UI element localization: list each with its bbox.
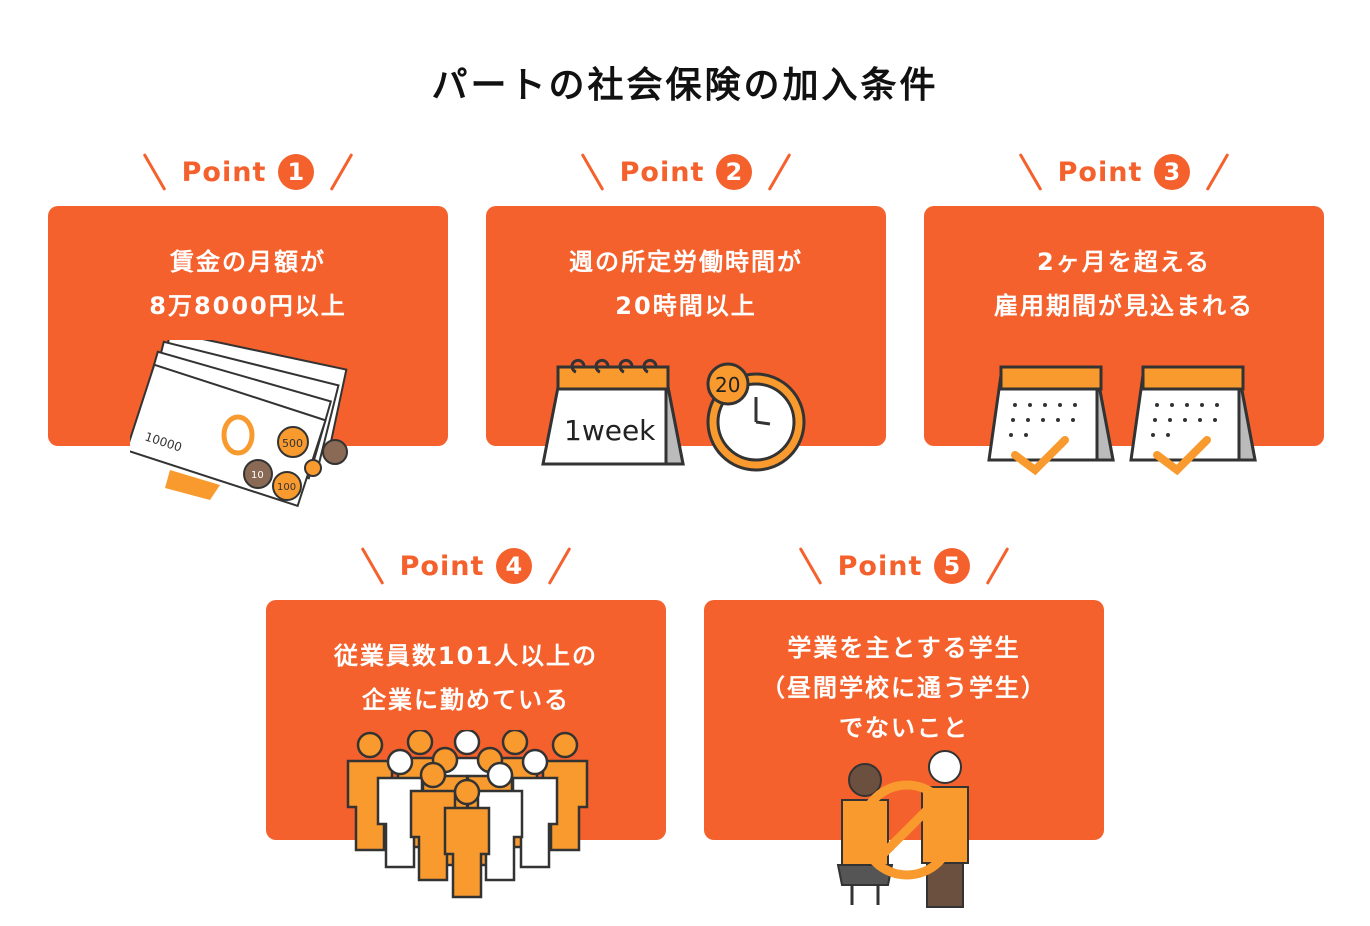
point-number-badge: 5: [934, 548, 971, 584]
card-text-line: 週の所定労働時間が: [569, 248, 803, 276]
point-number-badge: 3: [1154, 154, 1191, 190]
point-3-header: Point 3: [924, 147, 1324, 197]
point-1-header: Point 1: [48, 147, 448, 197]
slash-decoration: [1206, 153, 1230, 191]
point-5-header: Point 5: [704, 541, 1104, 591]
slash-decoration: [1018, 153, 1042, 191]
coin-text: 500: [282, 437, 303, 450]
card-text-line: 20時間以上: [615, 292, 757, 320]
point-number-badge: 4: [496, 548, 533, 584]
point-5-card: 学業を主とする学生 （昼間学校に通う学生） でないこと: [704, 600, 1104, 840]
card-text-line: 学業を主とする学生: [787, 634, 1021, 662]
card-text-line: でないこと: [839, 714, 969, 742]
point-label: Point: [399, 550, 485, 582]
point-label: Point: [181, 156, 267, 188]
page-title: パートの社会保険の加入条件: [431, 65, 939, 106]
card-text-line: 雇用期間が見込まれる: [994, 292, 1254, 320]
people-crowd-icon: [346, 730, 589, 899]
card-text-line: 従業員数101人以上の: [333, 642, 599, 670]
card-text-line: 2ヶ月を超える: [1037, 248, 1211, 276]
card-text-line: 8万8000円以上: [149, 292, 347, 320]
point-2-card: 週の所定労働時間が 20時間以上: [486, 206, 886, 446]
card-text-line: （昼間学校に通う学生）: [761, 674, 1047, 702]
slash-decoration: [142, 153, 166, 191]
card-text-line: 企業に勤めている: [362, 686, 570, 714]
calendar-text: 1week: [564, 414, 656, 447]
point-3-card: 2ヶ月を超える雇用期間が見込まれる: [924, 206, 1324, 446]
slash-decoration: [768, 153, 792, 191]
slash-decoration: [548, 547, 572, 585]
calendar-clock-icon: 1week 20: [541, 358, 806, 472]
slash-decoration: [580, 153, 604, 191]
point-4-header: Point 4: [266, 541, 666, 591]
point-label: Point: [837, 550, 923, 582]
slash-decoration: [986, 547, 1010, 585]
coin-text: 100: [277, 482, 296, 493]
clock-badge-text: 20: [715, 373, 740, 397]
point-number-badge: 2: [716, 154, 753, 190]
slash-decoration: [330, 153, 354, 191]
money-icon: 10000 500 100 10: [130, 340, 348, 508]
point-2-header: Point 2: [486, 147, 886, 197]
card-text-line: 賃金の月額が: [170, 248, 326, 276]
students-prohibited-icon: [836, 750, 969, 908]
coin-text: 10: [251, 470, 264, 481]
point-number-badge: 1: [278, 154, 315, 190]
point-label: Point: [619, 156, 705, 188]
calendars-check-icon: [987, 355, 1265, 476]
point-label: Point: [1057, 156, 1143, 188]
slash-decoration: [360, 547, 384, 585]
slash-decoration: [798, 547, 822, 585]
